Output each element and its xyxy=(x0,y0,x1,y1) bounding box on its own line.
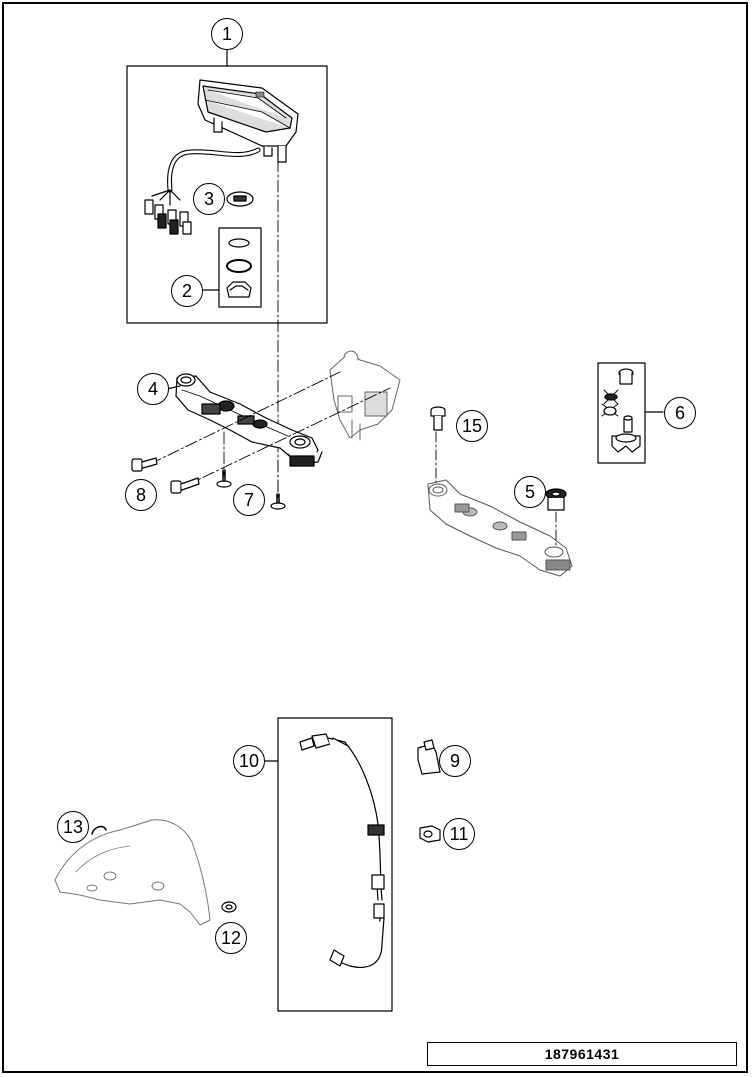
connectors-drawing xyxy=(144,199,192,235)
damper-5-drawing xyxy=(545,488,567,511)
callout-7: 7 xyxy=(233,484,265,516)
callout-10: 10 xyxy=(233,745,265,777)
callout-6: 6 xyxy=(664,397,696,429)
callout-5: 5 xyxy=(514,476,546,508)
seal-kit-2-drawing xyxy=(226,238,252,298)
callout-13: 13 xyxy=(57,811,89,843)
bushing-12-drawing xyxy=(221,901,237,913)
grommet-3-drawing xyxy=(226,191,254,207)
callout-4: 4 xyxy=(137,373,169,405)
mounting-bracket-drawing xyxy=(329,350,401,441)
axis-line-8b xyxy=(184,387,391,487)
pin-15-drawing xyxy=(430,406,446,431)
document-number: 187961431 xyxy=(427,1042,737,1066)
callout-2: 2 xyxy=(171,275,203,307)
kit-6-drawing xyxy=(601,368,641,453)
clip-9-drawing xyxy=(417,739,441,775)
brake-disc-drawing xyxy=(54,819,211,926)
circlip-13-drawing xyxy=(91,825,107,835)
callout-8: 8 xyxy=(125,479,157,511)
bracket-4-drawing xyxy=(175,373,323,467)
clamp-11-drawing xyxy=(419,825,441,843)
callout-12: 12 xyxy=(215,922,247,954)
wire-harness-drawing xyxy=(151,147,261,206)
bracket-assembly-5-15-drawing xyxy=(427,479,573,577)
callout-3: 3 xyxy=(193,183,225,215)
callout-1: 1 xyxy=(211,18,243,50)
kit-2-box xyxy=(218,227,262,308)
axis-line-8a xyxy=(149,371,341,465)
screws-7-drawing xyxy=(216,469,286,510)
speed-sensor-cable-drawing xyxy=(299,733,385,968)
callout-9: 9 xyxy=(439,745,471,777)
callout-15: 15 xyxy=(456,410,488,442)
instrument-cluster-drawing xyxy=(197,79,299,163)
leader-line-4 xyxy=(166,385,181,390)
sensor-10-box xyxy=(277,717,393,1012)
callout-11: 11 xyxy=(443,818,475,850)
kit-6-box xyxy=(597,362,646,464)
bolts-8-drawing xyxy=(131,457,200,494)
